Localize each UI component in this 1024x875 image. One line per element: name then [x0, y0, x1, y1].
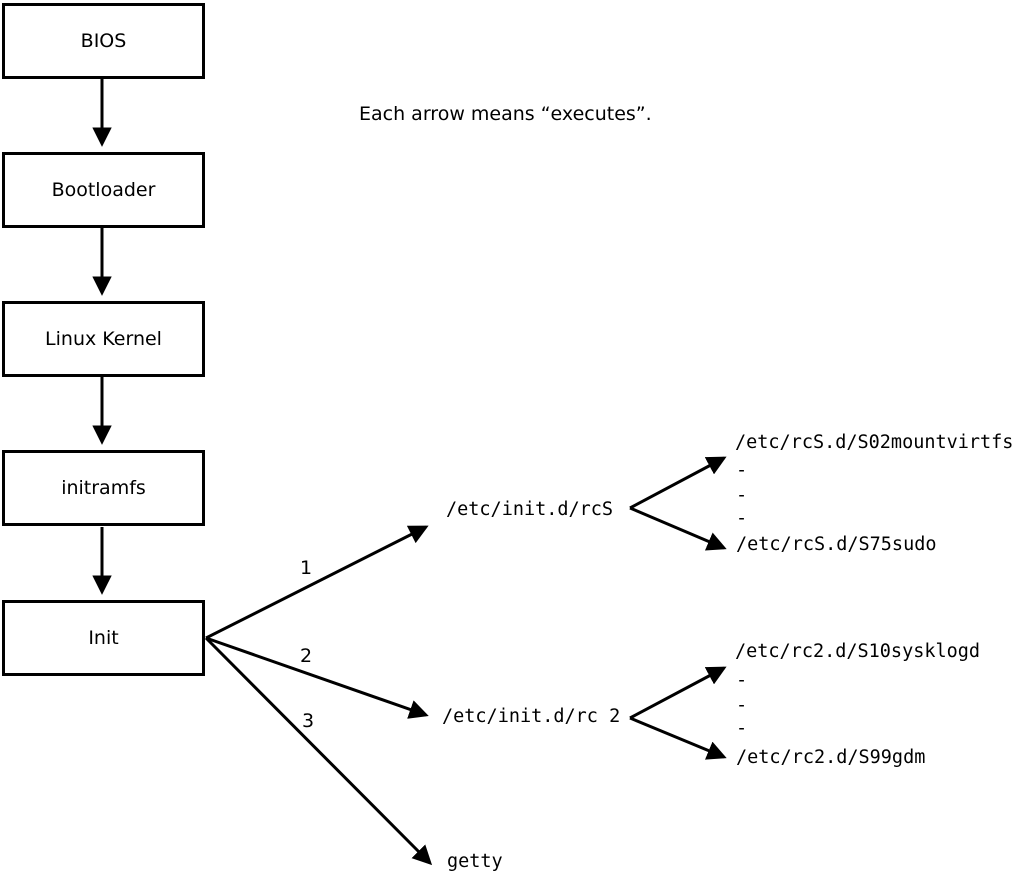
- arrow-rcs-to-first-script: [629, 456, 727, 510]
- script-rc2-ellipsis: -: [736, 718, 748, 739]
- arrow-rc2-to-first-script: [629, 666, 727, 720]
- script-rcs-ellipsis: -: [736, 460, 748, 481]
- script-rcs-last: /etc/rcS.d/S75sudo: [736, 534, 937, 555]
- label-getty: getty: [447, 851, 503, 872]
- script-rc2-last: /etc/rc2.d/S99gdm: [736, 747, 926, 768]
- script-rcs-first: /etc/rcS.d/S02mountvirtfs: [735, 432, 1014, 453]
- label-init-d-rc2: /etc/init.d/rc 2: [442, 706, 621, 727]
- arrow-init-to-getty: [204, 636, 433, 866]
- label-init-d-rcs: /etc/init.d/rcS: [446, 499, 614, 520]
- branch-number-2: 2: [300, 645, 313, 667]
- legend-note: Each arrow means “executes”.: [359, 103, 652, 125]
- script-rcs-ellipsis: -: [736, 508, 748, 529]
- branch-number-3: 3: [302, 710, 315, 732]
- script-rc2-ellipsis: -: [736, 695, 748, 716]
- arrow-init-to-rcs: [205, 525, 429, 640]
- box-bootloader: Bootloader: [2, 152, 205, 228]
- box-bios: BIOS: [2, 3, 205, 79]
- box-initramfs: initramfs: [2, 450, 205, 526]
- script-rcs-ellipsis: -: [736, 485, 748, 506]
- box-init: Init: [2, 600, 205, 676]
- arrow-rc2-to-last-script: [629, 716, 727, 760]
- box-linux-kernel: Linux Kernel: [2, 301, 205, 377]
- script-rc2-first: /etc/rc2.d/S10sysklogd: [735, 641, 981, 662]
- arrow-init-to-rc2: [205, 636, 429, 719]
- branch-number-1: 1: [300, 557, 313, 579]
- script-rc2-ellipsis: -: [736, 670, 748, 691]
- arrow-rcs-to-last-script: [629, 506, 727, 551]
